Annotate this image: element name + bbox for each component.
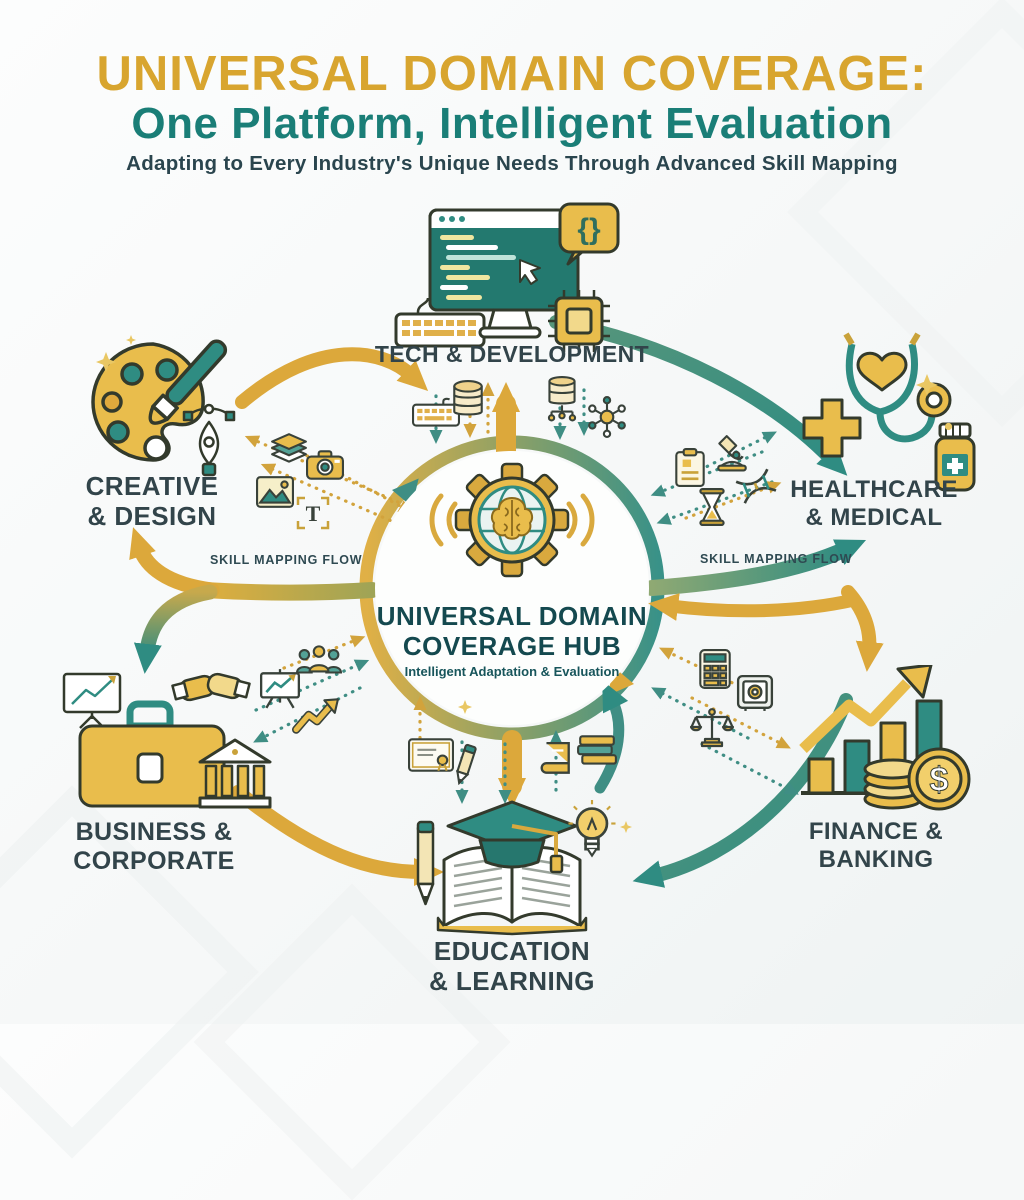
computer-code-icon: {} bbox=[394, 202, 620, 352]
scales-icon bbox=[689, 708, 735, 753]
growth-arrow-icon bbox=[292, 698, 340, 739]
sparkle-decoration bbox=[944, 418, 953, 436]
dollar-glyph: $ bbox=[930, 761, 949, 799]
hub-circle bbox=[375, 451, 649, 725]
domain-label-tech: TECH & DEVELOPMENT bbox=[374, 341, 650, 367]
database-network-icon bbox=[544, 376, 580, 427]
microscope-icon bbox=[714, 434, 750, 477]
book-icon bbox=[538, 741, 574, 783]
keyboard-icon bbox=[412, 396, 460, 433]
lightbulb-icon bbox=[566, 800, 618, 867]
briefcase-bank-icon bbox=[62, 672, 272, 809]
skill-mapping-flow-label-left: SKILL MAPPING FLOW bbox=[210, 553, 363, 567]
image-icon bbox=[256, 476, 294, 513]
database-icon bbox=[452, 380, 484, 423]
domain-label-education: EDUCATION & LEARNING bbox=[429, 936, 595, 997]
growth-chart-coins-icon: $ bbox=[799, 663, 971, 811]
team-icon bbox=[295, 644, 343, 683]
domain-node-business bbox=[62, 662, 277, 817]
central-hub: UNIVERSAL DOMAIN COVERAGE HUB Intelligen… bbox=[362, 438, 662, 738]
clipboard-icon bbox=[674, 448, 706, 493]
hub-title-line2: COVERAGE HUB bbox=[402, 631, 622, 661]
text-tool-icon: T bbox=[296, 496, 330, 535]
certificate-icon bbox=[408, 738, 454, 777]
pencil-icon bbox=[456, 743, 477, 791]
page-subtitle: Adapting to Every Industry's Unique Need… bbox=[126, 152, 898, 175]
code-braces-glyph: {} bbox=[577, 213, 601, 246]
layers-icon bbox=[270, 432, 308, 473]
stethoscope-medical-icon bbox=[802, 332, 976, 492]
hub-subtitle: Intelligent Adaptation & Evaluation bbox=[404, 664, 620, 679]
hub-title-line1: UNIVERSAL DOMAIN bbox=[376, 601, 648, 631]
sparkle-decoration bbox=[126, 332, 136, 350]
sparkle-decoration bbox=[620, 820, 632, 838]
sparkle-decoration bbox=[458, 700, 472, 719]
skill-mapping-flow-label-right: SKILL MAPPING FLOW bbox=[700, 552, 853, 566]
domain-label-finance: FINANCE & BANKING bbox=[808, 818, 944, 873]
sparkle-decoration bbox=[96, 352, 116, 377]
camera-icon bbox=[306, 450, 344, 485]
network-hub-icon bbox=[586, 396, 628, 443]
calculator-icon bbox=[698, 648, 732, 695]
domain-label-healthcare: HEALTHCARE & MEDICAL bbox=[790, 476, 958, 531]
graduation-book-icon bbox=[416, 800, 588, 936]
domain-node-healthcare bbox=[798, 328, 978, 497]
svg-text:T: T bbox=[306, 501, 321, 526]
page-title-line1: UNIVERSAL DOMAIN COVERAGE: bbox=[96, 47, 928, 101]
domain-label-creative: CREATIVE & DESIGN bbox=[85, 471, 219, 532]
domain-label-business: BUSINESS & CORPORATE bbox=[73, 818, 235, 875]
palette-brush-icon bbox=[91, 339, 236, 477]
hourglass-icon bbox=[698, 488, 726, 531]
domain-node-finance: $ bbox=[795, 663, 980, 820]
page-title-line2: One Platform, Intelligent Evaluation bbox=[131, 99, 893, 148]
domain-node-creative bbox=[68, 332, 258, 505]
sparkle-decoration bbox=[916, 374, 938, 401]
domain-node-education bbox=[408, 800, 618, 941]
domain-node-tech: {} bbox=[388, 202, 623, 359]
safe-icon bbox=[736, 674, 774, 717]
gear-globe-brain-icon bbox=[429, 462, 595, 578]
presentation-chart-icon bbox=[258, 668, 302, 715]
books-stack-icon bbox=[576, 734, 618, 773]
